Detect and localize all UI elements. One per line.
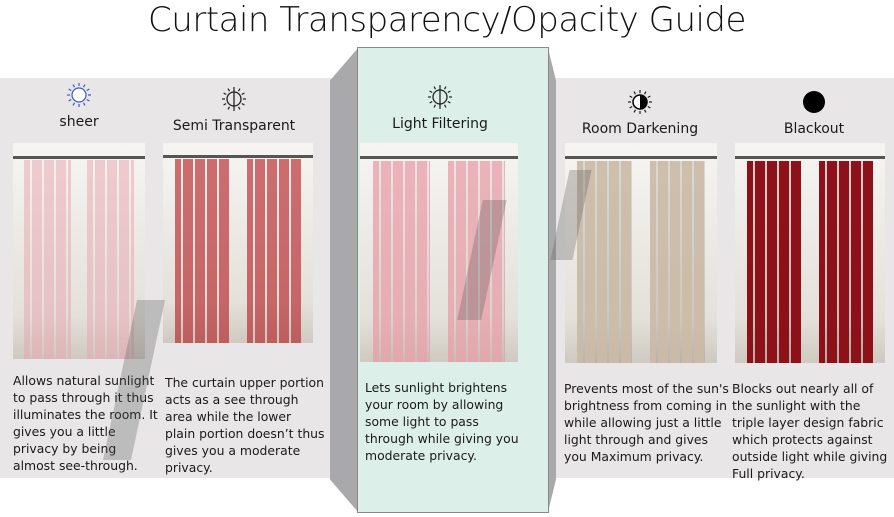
curtain-panel: [86, 160, 135, 359]
type-label: Light Filtering: [392, 116, 488, 132]
type-label: Blackout: [783, 121, 845, 137]
curtain-panel: [372, 160, 430, 362]
curtain-photo: [163, 143, 313, 343]
page-title: Curtain Transparency/Opacity Guide: [148, 0, 746, 40]
curtain-panel: [650, 160, 705, 363]
type-description: Lets sunlight brightens your room by all…: [365, 380, 519, 463]
curtain-panel: [819, 160, 873, 363]
filled-circle-icon: [801, 89, 827, 115]
sun-outline-icon: [66, 82, 92, 108]
half-sun-outline-icon: [221, 86, 247, 112]
curtain-panel: [577, 160, 632, 363]
curtain-rod: [13, 155, 145, 159]
curtain-photo: [565, 143, 717, 363]
half-sun-icon: [427, 84, 453, 110]
left-bevel: [330, 48, 358, 512]
type-description: Prevents most of the sun's brightness fr…: [564, 381, 729, 464]
type-description: Allows natural sunlight to pass through …: [13, 373, 158, 473]
curtain-panel: [448, 160, 506, 362]
right-bevel: [548, 48, 556, 512]
curtain-photo: [360, 143, 518, 362]
type-label: sheer: [59, 114, 99, 130]
curtain-panel: [247, 159, 301, 343]
curtain-panel: [23, 160, 72, 359]
curtain-rod: [735, 156, 885, 160]
type-label: Semi Transparent: [172, 118, 296, 134]
curtain-panel: [175, 159, 229, 343]
curtain-rod: [163, 155, 313, 158]
curtain-rod: [360, 156, 518, 160]
type-label: Room Darkening: [581, 121, 699, 137]
half-filled-sun-icon: [627, 89, 653, 115]
curtain-photo: [735, 143, 885, 363]
curtain-panel: [747, 160, 801, 363]
curtain-photo: [13, 143, 145, 359]
type-description: The curtain upper portion acts as a see …: [165, 375, 325, 475]
type-description: Blocks out nearly all of the sunlight wi…: [732, 381, 888, 481]
curtain-rod: [565, 156, 717, 160]
